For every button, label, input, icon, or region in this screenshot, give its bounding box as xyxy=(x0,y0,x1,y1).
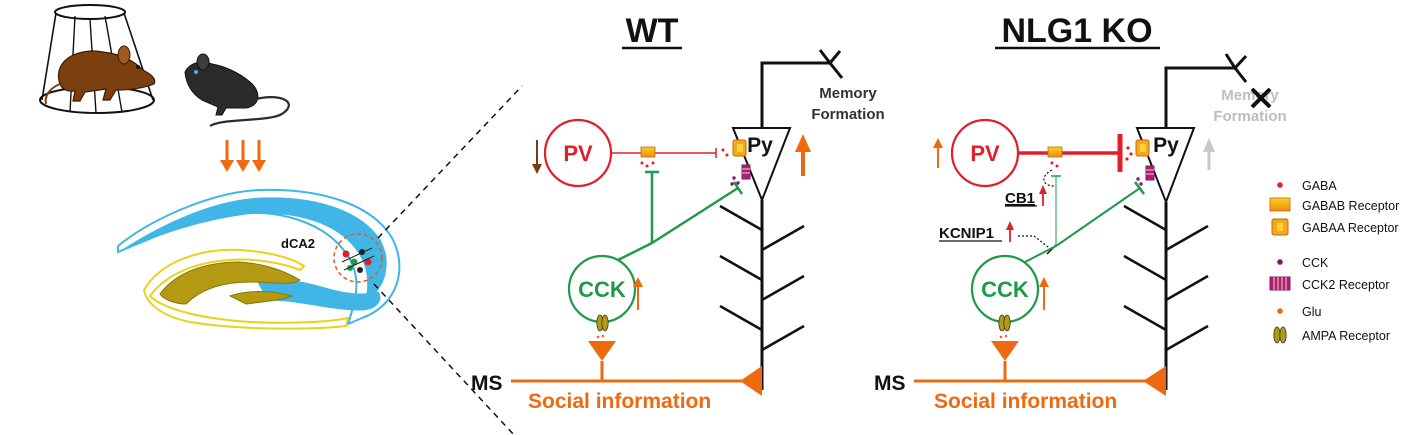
ko-kcnip1-label: KCNIP1 xyxy=(939,225,994,242)
legend-gabaa-symbol xyxy=(1271,218,1289,236)
ko-title: NLG1 KO xyxy=(1001,12,1152,50)
wt-panel: WT Memory Formation Py PV xyxy=(471,12,885,413)
legend-gabaa-receptor: GABAA Receptor xyxy=(1302,221,1399,235)
down-arrows-orange xyxy=(220,140,266,172)
legend-cck: CCK xyxy=(1302,256,1329,270)
legend-gaba: GABA xyxy=(1302,179,1337,193)
legend-gabab-symbol xyxy=(1269,197,1291,212)
ko-kcnip1-dotted-path xyxy=(1018,235,1053,251)
ko-memory-line1: Memory xyxy=(1221,87,1279,104)
ko-social-label: Social information xyxy=(934,390,1117,413)
ko-pv-label: PV xyxy=(970,141,1000,166)
wt-title: WT xyxy=(626,12,679,50)
legend-cck2-symbol xyxy=(1269,276,1291,291)
zoom-line-top xyxy=(377,85,523,239)
wt-gabab-receptor xyxy=(640,146,656,168)
legend: GABA GABAB Receptor GABAA Receptor CCK C… xyxy=(1269,179,1399,344)
free-mouse-illustration xyxy=(184,53,290,127)
wt-ms-terminal xyxy=(588,341,616,361)
wt-pv-label: PV xyxy=(563,141,593,166)
ko-py-soma xyxy=(1135,127,1196,205)
legend-cck-symbol xyxy=(1277,259,1283,265)
legend-cck2-receptor: CCK2 Receptor xyxy=(1302,278,1390,292)
caged-mouse-illustration xyxy=(39,4,156,114)
wt-gabaa-receptor xyxy=(732,139,747,157)
wt-social-label: Social information xyxy=(528,390,711,413)
ko-basal-dendrites xyxy=(1123,204,1209,352)
ko-cb1-label: CB1 xyxy=(1005,190,1035,207)
ko-cb1-dotted-arc xyxy=(1043,169,1055,187)
legend-ampa-symbol xyxy=(1273,326,1287,344)
wt-cck2-receptor xyxy=(730,164,751,186)
ko-cck-label: CCK xyxy=(981,277,1029,302)
ko-cck2-receptor xyxy=(1136,165,1155,186)
hippocampus-illustration xyxy=(117,188,401,330)
legend-ampa-receptor: AMPA Receptor xyxy=(1302,329,1390,343)
ko-memory-blocked-x-icon xyxy=(1250,87,1272,109)
wt-cck-axon xyxy=(617,170,744,262)
legend-gaba-symbol xyxy=(1277,182,1283,188)
ko-ampa-receptor xyxy=(998,314,1011,332)
wt-ampa-receptor xyxy=(596,314,609,332)
legend-glu: Glu xyxy=(1302,305,1322,319)
region-label-dca2: dCA2 xyxy=(281,236,315,251)
wt-memory-line1: Memory xyxy=(819,85,877,102)
ko-gabaa-receptor xyxy=(1135,139,1150,157)
wt-ms-label: MS xyxy=(471,372,503,395)
ko-apical-dendrite xyxy=(1164,66,1235,130)
wt-py-soma xyxy=(731,127,792,203)
ko-cck-axon xyxy=(1024,175,1145,263)
legend-glu-symbol xyxy=(1277,308,1283,314)
wt-py-label: Py xyxy=(747,134,773,157)
wt-cck-label: CCK xyxy=(578,277,626,302)
ko-gabab-receptor xyxy=(1047,146,1063,168)
ko-memory-line2: Formation xyxy=(1213,108,1286,125)
ko-ms-label: MS xyxy=(874,372,906,395)
legend-gabab-receptor: GABAB Receptor xyxy=(1302,199,1399,213)
wt-basal-dendrites xyxy=(719,204,805,352)
wt-memory-line2: Formation xyxy=(811,106,884,123)
ko-ms-terminal xyxy=(991,341,1019,361)
ko-py-label: Py xyxy=(1153,134,1179,157)
wt-apical-dendrite xyxy=(760,61,830,130)
zoom-line-bottom xyxy=(373,283,516,435)
ko-panel: NLG1 KO Memory Formation Py PV xyxy=(874,12,1287,413)
